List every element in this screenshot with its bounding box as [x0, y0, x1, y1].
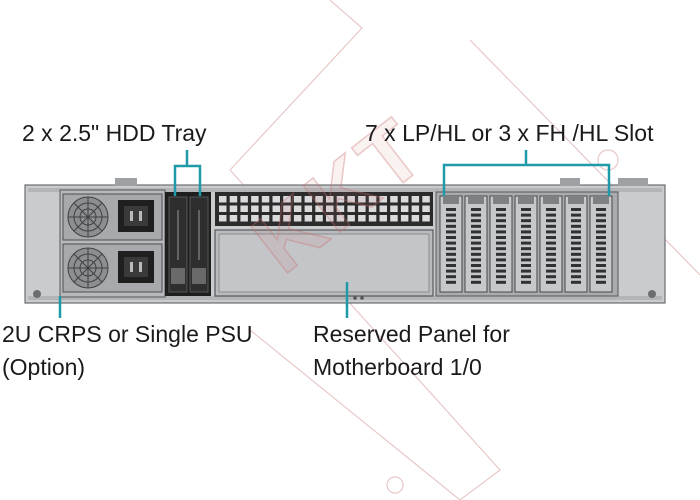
label-psu-line1: 2U CRPS or Single PSU	[2, 321, 253, 347]
hdd-tray-icon	[165, 192, 211, 296]
vent-grille	[215, 192, 433, 226]
fan-icon	[67, 247, 109, 289]
pcie-slot-icon	[435, 191, 619, 297]
power-socket-icon	[118, 200, 154, 232]
reserved-io-panel	[214, 229, 434, 300]
screw-icon	[33, 290, 41, 298]
label-hdd-tray: 2 x 2.5" HDD Tray	[22, 120, 207, 146]
label-panel-line2: Motherboard 1/0	[313, 354, 482, 380]
screw-icon	[648, 290, 656, 298]
label-pcie-slots: 7 x LP/HL or 3 x FH /HL Slot	[365, 120, 654, 146]
fan-icon	[67, 196, 109, 238]
label-psu-line2: (Option)	[2, 354, 86, 380]
callout-hdd-tray	[173, 150, 202, 196]
label-panel-line1: Reserved Panel for	[313, 321, 510, 347]
callout-pcie-slots	[442, 150, 611, 196]
psu-bay	[59, 189, 166, 298]
power-socket-icon	[118, 251, 154, 283]
